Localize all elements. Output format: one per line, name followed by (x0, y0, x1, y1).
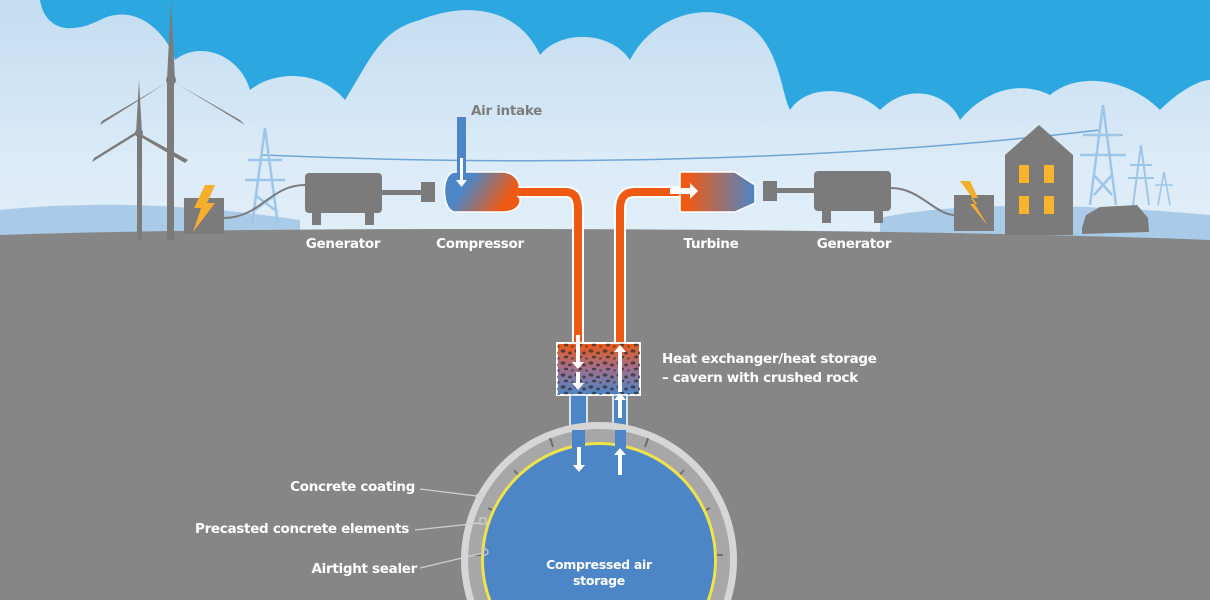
turbine (679, 171, 756, 213)
power-pylon-icon (245, 127, 285, 226)
turbine-arrow (670, 183, 698, 199)
power-line (261, 129, 1101, 162)
compressor (443, 171, 521, 213)
generator-right (814, 171, 891, 223)
concrete-coating-label: Concrete coating (290, 479, 415, 495)
lightning-bolt-icon (193, 185, 215, 232)
leader-lines (414, 488, 489, 569)
wind-turbine-icon (100, 0, 245, 240)
turbine-label: Turbine (683, 236, 739, 252)
storage-label-line1: Compressed air (546, 557, 652, 572)
shaft-left (382, 190, 422, 195)
hot-pipe-out-core (616, 188, 684, 345)
generator-left (305, 173, 382, 225)
coupling-right (763, 181, 777, 201)
air-intake-label: Air intake (471, 103, 543, 119)
power-pylon-icon (1155, 171, 1173, 206)
ground (0, 228, 1210, 600)
power-pylon-icon (1128, 144, 1154, 206)
air-intake-arrow (456, 158, 467, 187)
heat-exchanger (556, 335, 641, 396)
heat-exchanger-label-line2: – cavern with crushed rock (662, 370, 858, 386)
hot-pipe-in-core (518, 188, 582, 345)
shaft-right (777, 188, 815, 193)
airtight-sealer-label: Airtight sealer (311, 561, 418, 577)
generator-right-label: Generator (816, 236, 892, 252)
cable-left (223, 184, 306, 219)
power-pylon-icon (1080, 104, 1126, 206)
wind-turbine-icon (92, 80, 188, 240)
cavern (461, 422, 737, 600)
lightning-bolt-icon (960, 181, 988, 226)
compressor-label: Compressor (436, 236, 524, 252)
coupling-left (421, 182, 435, 202)
cold-arrow-up (614, 393, 626, 418)
car-icon (1082, 205, 1149, 234)
generator-left-label: Generator (305, 236, 381, 252)
heat-exchanger-label-line1: Heat exchanger/heat storage (662, 351, 877, 367)
air-intake-pipe (457, 117, 466, 187)
cable-right (890, 187, 956, 216)
house-icon (1005, 125, 1073, 235)
storage-label-line2: storage (573, 573, 625, 588)
precasted-elements-label: Precasted concrete elements (194, 521, 409, 537)
